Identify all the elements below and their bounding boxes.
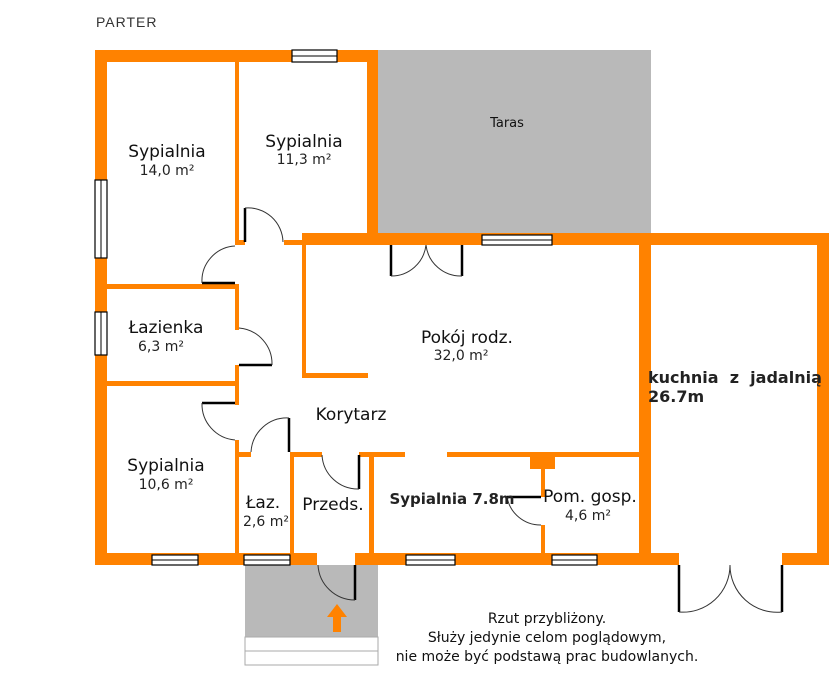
window [551, 554, 598, 566]
door [238, 327, 273, 367]
door [243, 207, 284, 243]
room-label: Przeds. [302, 495, 363, 515]
window [94, 311, 108, 356]
disclaimer-line: Rzut przybliżony. [488, 611, 606, 627]
room-area: 32,0 m² [434, 348, 489, 364]
room-area: 6,3 m² [138, 339, 184, 355]
interior-walls [107, 62, 639, 555]
room-area: 14,0 m² [140, 163, 195, 179]
doors [201, 207, 784, 613]
entrance-porch [244, 565, 379, 666]
plan-title: PARTER [96, 14, 158, 30]
french-door-kitchen [677, 564, 784, 613]
room-label: kuchnia z jadalnią [648, 368, 822, 387]
terrace-area [378, 50, 651, 235]
room-label: Korytarz [316, 405, 387, 425]
room-label: Sypialnia [127, 456, 204, 476]
window [481, 234, 553, 246]
disclaimer-line: Służy jedynie celom poglądowym, [428, 630, 666, 646]
window [243, 554, 291, 566]
window [405, 554, 456, 566]
entrance-arrow-icon [327, 604, 347, 632]
room-label: Taras [489, 116, 524, 131]
window [291, 49, 338, 63]
entrance-opening [317, 553, 355, 565]
room-label: Pokój rodz. [421, 328, 513, 348]
room-area: 4,6 m² [565, 508, 611, 524]
window [151, 554, 199, 566]
room-area: 2,6 m² [243, 514, 289, 530]
room-label: Pom. gosp. [543, 487, 637, 507]
room-label: Łaz. [245, 493, 280, 513]
door [201, 401, 236, 441]
room-area: 10,6 m² [139, 477, 194, 493]
room-area: 26.7m [648, 387, 704, 406]
door [250, 417, 291, 453]
room-label: Sypialnia 7.8m [389, 490, 514, 508]
room-label: Łazienka [128, 318, 204, 338]
room-label: Sypialnia [128, 142, 205, 162]
windows [94, 49, 598, 566]
disclaimer-line: nie może być podstawą prac budowlanych. [396, 649, 699, 665]
exterior-walls [95, 50, 829, 565]
door [506, 495, 542, 526]
door [321, 454, 361, 490]
room-label: Sypialnia [265, 132, 342, 152]
french-door-terrace [389, 244, 464, 277]
window [94, 179, 108, 259]
room-area: 11,3 m² [277, 152, 332, 168]
door [201, 245, 236, 285]
entrance-door [317, 564, 357, 601]
